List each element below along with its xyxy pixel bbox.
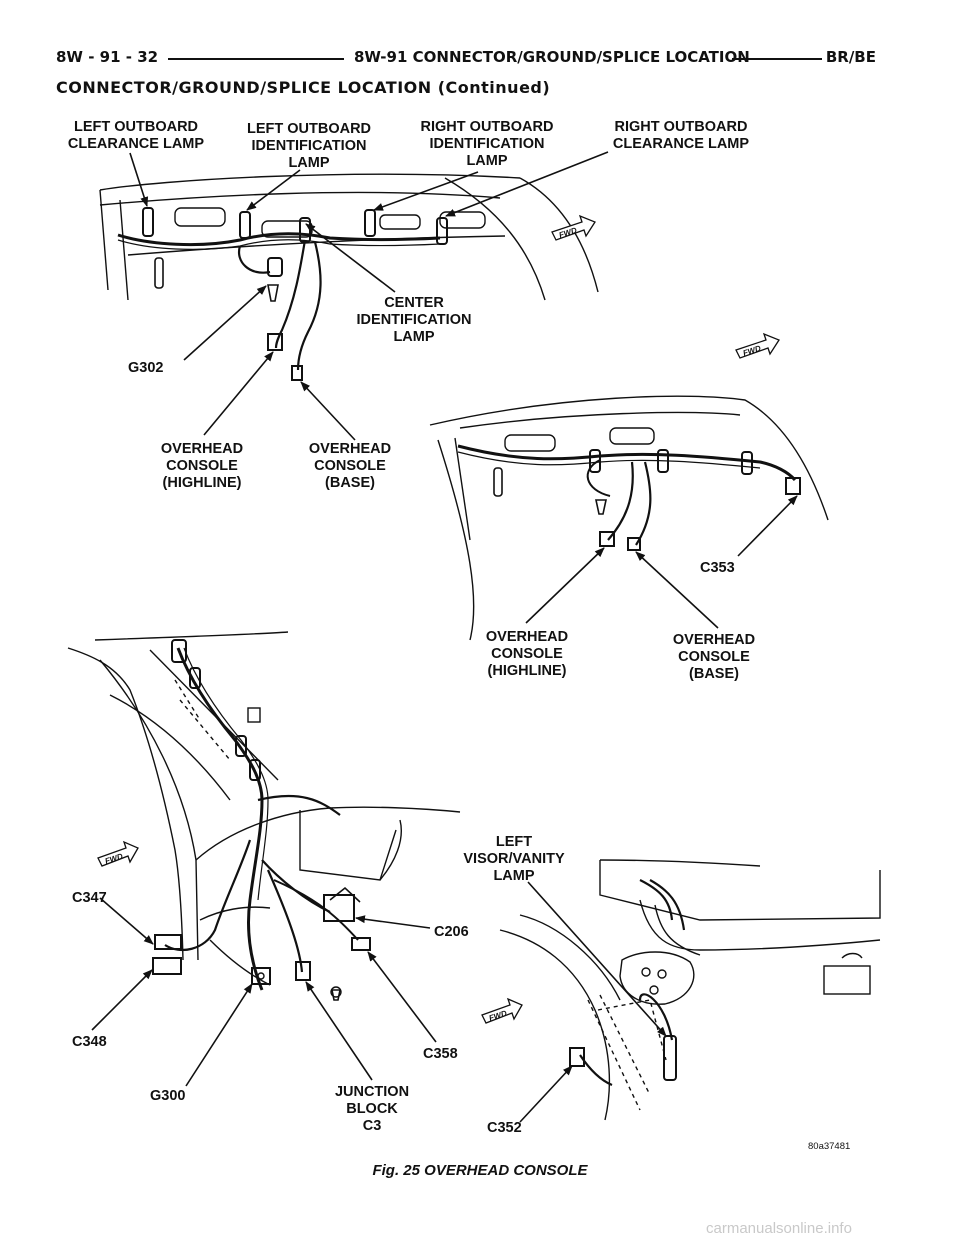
subheading: CONNECTOR/GROUND/SPLICE LOCATION (Contin… <box>56 78 551 97</box>
svg-text:CONSOLE: CONSOLE <box>491 646 563 662</box>
svg-text:LEFT OUTBOARD: LEFT OUTBOARD <box>247 121 371 137</box>
label-right-outboard-clearance: RIGHT OUTBOARD CLEARANCE LAMP <box>613 119 749 152</box>
label-overhead-console-base-mid: OVERHEAD CONSOLE (BASE) <box>673 632 755 682</box>
fwd-text: FWD <box>742 344 762 358</box>
section-title: 8W-91 CONNECTOR/GROUND/SPLICE LOCATION <box>354 48 750 66</box>
figure-code: 80a37481 <box>808 1141 851 1152</box>
svg-text:(HIGHLINE): (HIGHLINE) <box>488 663 567 679</box>
label-g302: G302 <box>128 360 163 376</box>
svg-text:LAMP: LAMP <box>466 153 507 169</box>
label-c358: C358 <box>423 1046 458 1062</box>
svg-text:(BASE): (BASE) <box>689 666 739 682</box>
figure-caption: Fig. 25 OVERHEAD CONSOLE <box>372 1162 588 1179</box>
svg-text:CLEARANCE LAMP: CLEARANCE LAMP <box>613 136 749 152</box>
label-overhead-console-highline-mid: OVERHEAD CONSOLE (HIGHLINE) <box>486 629 568 679</box>
label-center-identification: CENTER IDENTIFICATION LAMP <box>357 295 472 345</box>
svg-text:C3: C3 <box>363 1118 382 1134</box>
svg-text:BLOCK: BLOCK <box>346 1101 398 1117</box>
label-c352: C352 <box>487 1120 522 1136</box>
middle-roof-drawing <box>429 395 829 641</box>
visor-drawing <box>499 859 881 1121</box>
page-header: 8W - 91 - 32 8W-91 CONNECTOR/GROUND/SPLI… <box>56 46 876 72</box>
label-c348: C348 <box>72 1034 107 1050</box>
svg-text:JUNCTION: JUNCTION <box>335 1084 409 1100</box>
svg-text:(BASE): (BASE) <box>325 475 375 491</box>
svg-text:OVERHEAD: OVERHEAD <box>673 632 755 648</box>
fwd-arrow-right: FWD <box>481 997 523 1024</box>
header-rule-right <box>732 58 822 60</box>
label-c206: C206 <box>434 924 469 940</box>
header-rule-left <box>168 58 344 60</box>
svg-text:CONSOLE: CONSOLE <box>166 458 238 474</box>
label-left-visor-vanity: LEFT VISOR/VANITY LAMP <box>463 834 565 884</box>
svg-text:IDENTIFICATION: IDENTIFICATION <box>357 312 472 328</box>
svg-text:RIGHT OUTBOARD: RIGHT OUTBOARD <box>615 119 748 135</box>
svg-text:OVERHEAD: OVERHEAD <box>161 441 243 457</box>
watermark: carmanualsonline.info <box>706 1220 852 1237</box>
svg-text:CONSOLE: CONSOLE <box>314 458 386 474</box>
svg-text:LAMP: LAMP <box>288 155 329 171</box>
svg-text:LAMP: LAMP <box>493 868 534 884</box>
svg-text:IDENTIFICATION: IDENTIFICATION <box>252 138 367 154</box>
fwd-arrow-left: FWD <box>97 840 139 867</box>
label-right-outboard-identification: RIGHT OUTBOARD IDENTIFICATION LAMP <box>421 119 554 169</box>
svg-text:LEFT: LEFT <box>496 834 532 850</box>
svg-text:(HIGHLINE): (HIGHLINE) <box>163 475 242 491</box>
fwd-text: FWD <box>558 226 578 240</box>
a-pillar-drawing <box>67 631 461 1001</box>
svg-text:OVERHEAD: OVERHEAD <box>486 629 568 645</box>
svg-text:CENTER: CENTER <box>384 295 444 311</box>
svg-text:LAMP: LAMP <box>393 329 434 345</box>
leader-lines <box>91 151 798 1123</box>
fwd-text: FWD <box>488 1009 508 1023</box>
label-left-outboard-clearance: LEFT OUTBOARD CLEARANCE LAMP <box>68 119 204 152</box>
svg-text:VISOR/VANITY: VISOR/VANITY <box>463 851 565 867</box>
svg-text:OVERHEAD: OVERHEAD <box>309 441 391 457</box>
label-overhead-console-base-top: OVERHEAD CONSOLE (BASE) <box>309 441 391 491</box>
fwd-arrow-top: FWD <box>551 214 596 241</box>
label-overhead-console-highline-top: OVERHEAD CONSOLE (HIGHLINE) <box>161 441 243 491</box>
fwd-text: FWD <box>104 852 124 866</box>
label-c353: C353 <box>700 560 735 576</box>
fwd-arrow-mid: FWD <box>735 332 780 359</box>
svg-text:IDENTIFICATION: IDENTIFICATION <box>430 136 545 152</box>
svg-text:CLEARANCE LAMP: CLEARANCE LAMP <box>68 136 204 152</box>
label-g300: G300 <box>150 1088 185 1104</box>
svg-text:RIGHT OUTBOARD: RIGHT OUTBOARD <box>421 119 554 135</box>
svg-text:LEFT OUTBOARD: LEFT OUTBOARD <box>74 119 198 135</box>
svg-text:CONSOLE: CONSOLE <box>678 649 750 665</box>
label-c347: C347 <box>72 890 107 906</box>
label-left-outboard-identification: LEFT OUTBOARD IDENTIFICATION LAMP <box>247 121 371 171</box>
top-roof-drawing <box>99 173 599 381</box>
label-junction-block: JUNCTION BLOCK C3 <box>335 1084 409 1134</box>
model-code: BR/BE <box>825 48 876 66</box>
page-number: 8W - 91 - 32 <box>56 48 159 66</box>
